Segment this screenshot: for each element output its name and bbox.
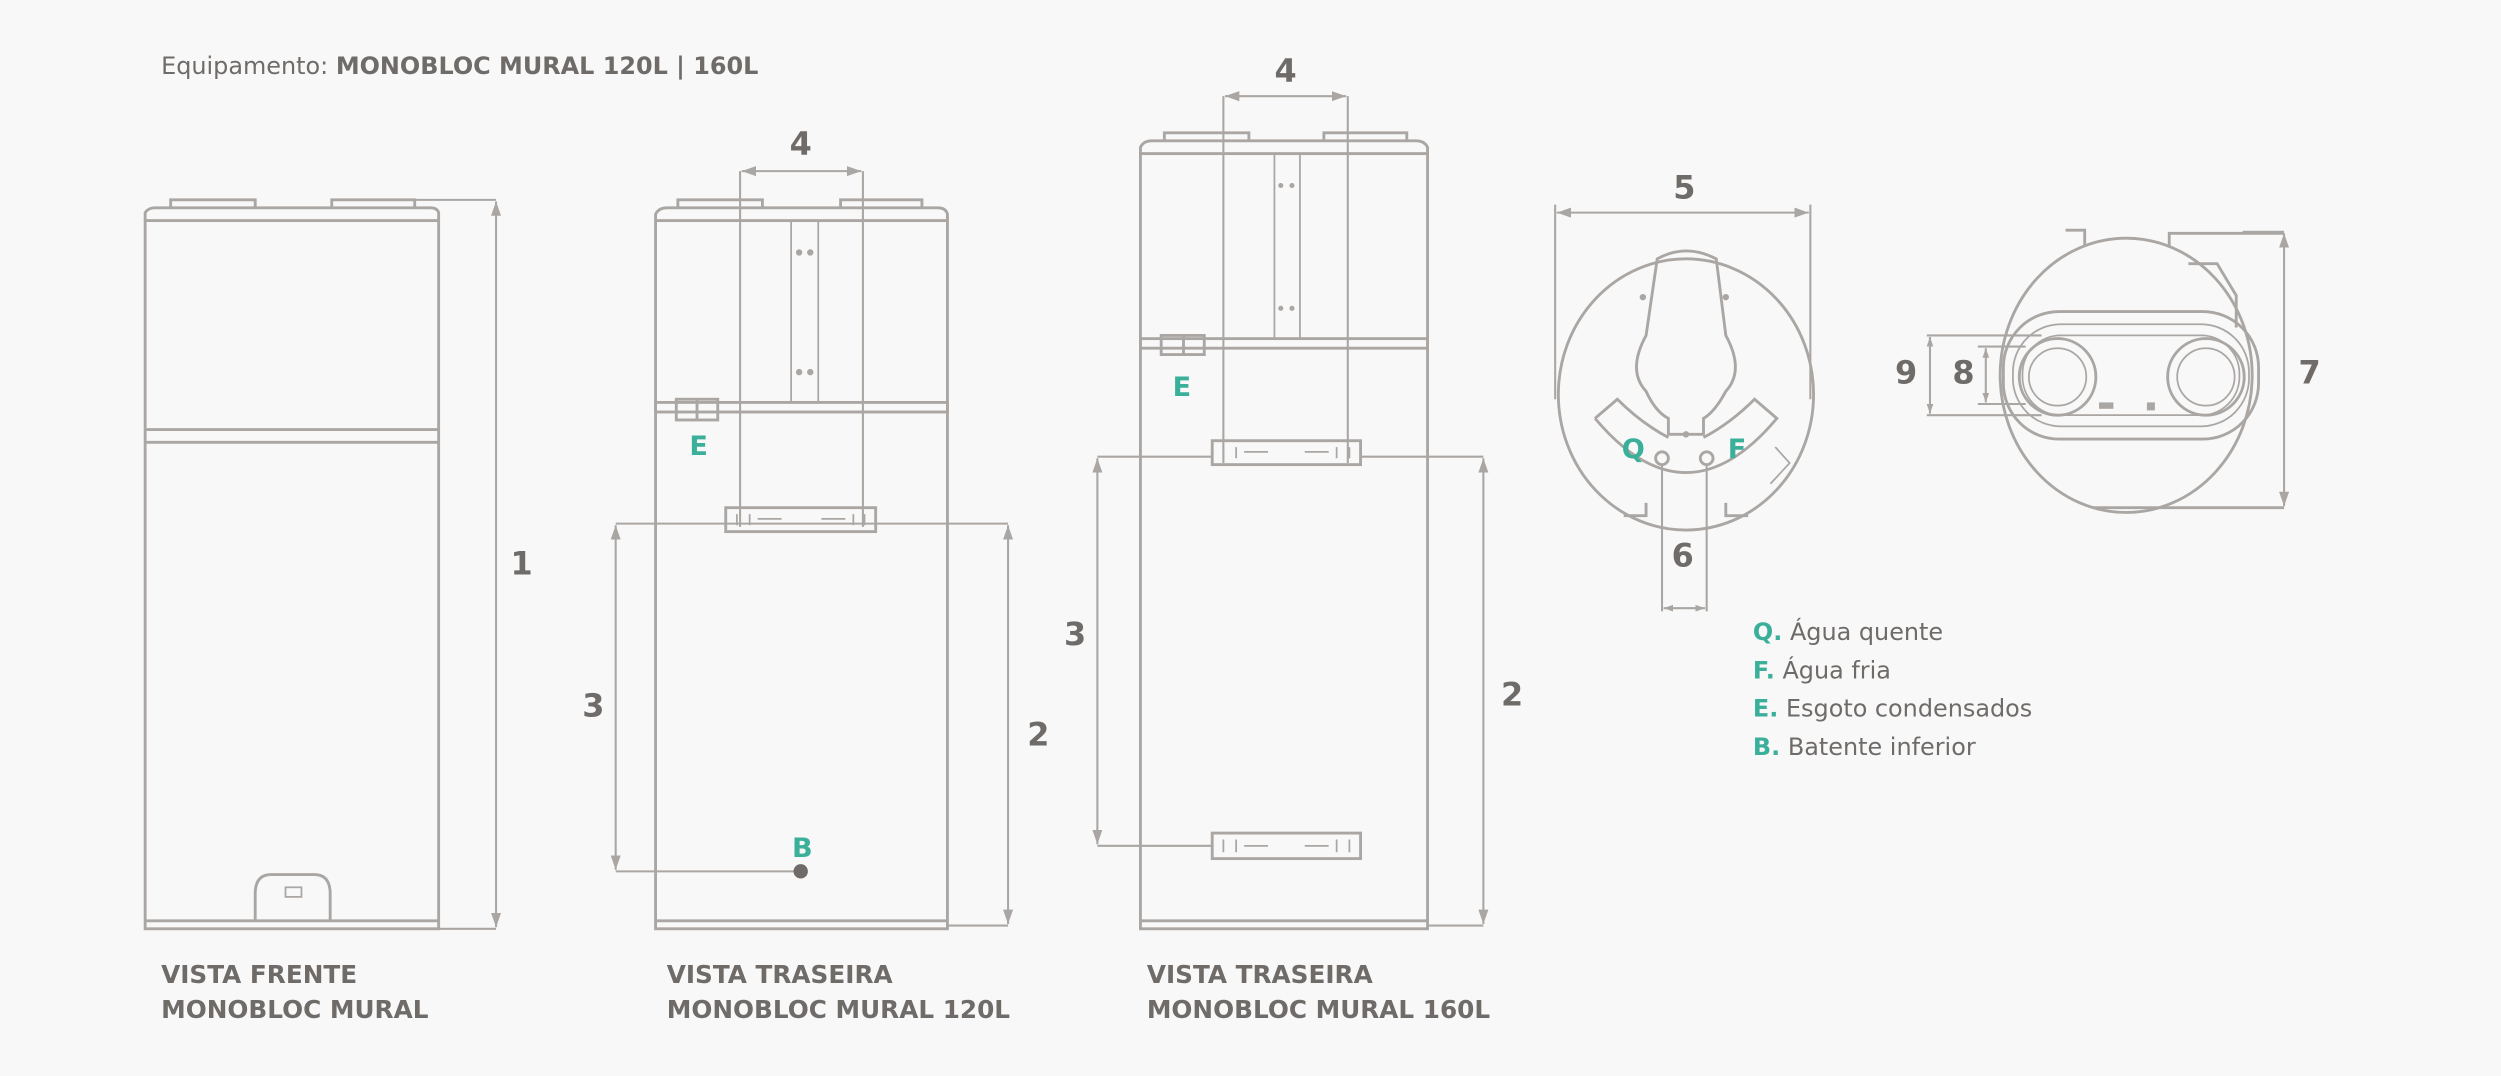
view-caption: MONOBLOC MURAL 160L bbox=[1147, 995, 1491, 1024]
dimension-7-label: 7 bbox=[2298, 353, 2320, 391]
marker-f: F bbox=[1728, 434, 1747, 465]
wall-bracket bbox=[724, 506, 878, 534]
outlet-port bbox=[2017, 337, 2098, 417]
dimension-2-label: 2 bbox=[1501, 675, 1523, 713]
dimension-6-label: 6 bbox=[1672, 537, 1694, 575]
hot-water-port bbox=[1654, 450, 1670, 467]
view-caption: VISTA FRENTE bbox=[161, 960, 357, 989]
marker-e: E bbox=[689, 431, 708, 462]
dimension-1-label: 1 bbox=[510, 545, 532, 583]
dimension-2-label: 2 bbox=[1027, 715, 1049, 753]
marker-b: B bbox=[792, 833, 813, 864]
dimension-9-label: 9 bbox=[1895, 353, 1917, 391]
lower-stop-point bbox=[793, 864, 808, 879]
handle-icon bbox=[253, 873, 332, 921]
legend-item: Q. Água quente bbox=[1753, 617, 1943, 646]
cold-water-port bbox=[1698, 450, 1715, 467]
bottom-view: Q F 5 6 bbox=[1554, 168, 1815, 612]
rear-view-120l: 4 E 3 2 B bbox=[582, 125, 1049, 931]
legend: Q. Água quente F. Água fria E. Esgoto co… bbox=[1753, 617, 2032, 761]
legend-item: B. Batente inferior bbox=[1753, 733, 1976, 761]
top-view: 9 8 7 bbox=[1895, 228, 2321, 514]
dimension-3-label: 3 bbox=[582, 687, 604, 725]
legend-item: E. Esgoto condensados bbox=[1753, 695, 2032, 723]
view-caption: VISTA TRASEIRA bbox=[1147, 960, 1374, 989]
equipment-title: Equipamento: MONOBLOC MURAL 120L | 160L bbox=[161, 52, 758, 80]
dimension-8-label: 8 bbox=[1952, 353, 1974, 391]
front-view: 1 bbox=[143, 198, 533, 931]
dimension-3-label: 3 bbox=[1064, 615, 1086, 653]
dimension-4-label: 4 bbox=[1274, 52, 1296, 90]
rear-view-160l: 4 E 3 2 bbox=[1064, 52, 1523, 931]
view-caption: VISTA TRASEIRA bbox=[667, 960, 894, 989]
legend-item: F. Água fria bbox=[1753, 655, 1891, 684]
wall-bracket-bottom bbox=[1210, 831, 1362, 861]
view-caption: MONOBLOC MURAL 120L bbox=[667, 995, 1011, 1024]
marker-e: E bbox=[1173, 372, 1192, 403]
view-caption: MONOBLOC MURAL bbox=[161, 995, 429, 1024]
inlet-port bbox=[2166, 337, 2246, 417]
wall-bracket-top bbox=[1210, 439, 1362, 467]
dimension-4-label: 4 bbox=[790, 125, 812, 163]
marker-q: Q bbox=[1622, 434, 1645, 465]
dimension-5-label: 5 bbox=[1673, 168, 1695, 206]
